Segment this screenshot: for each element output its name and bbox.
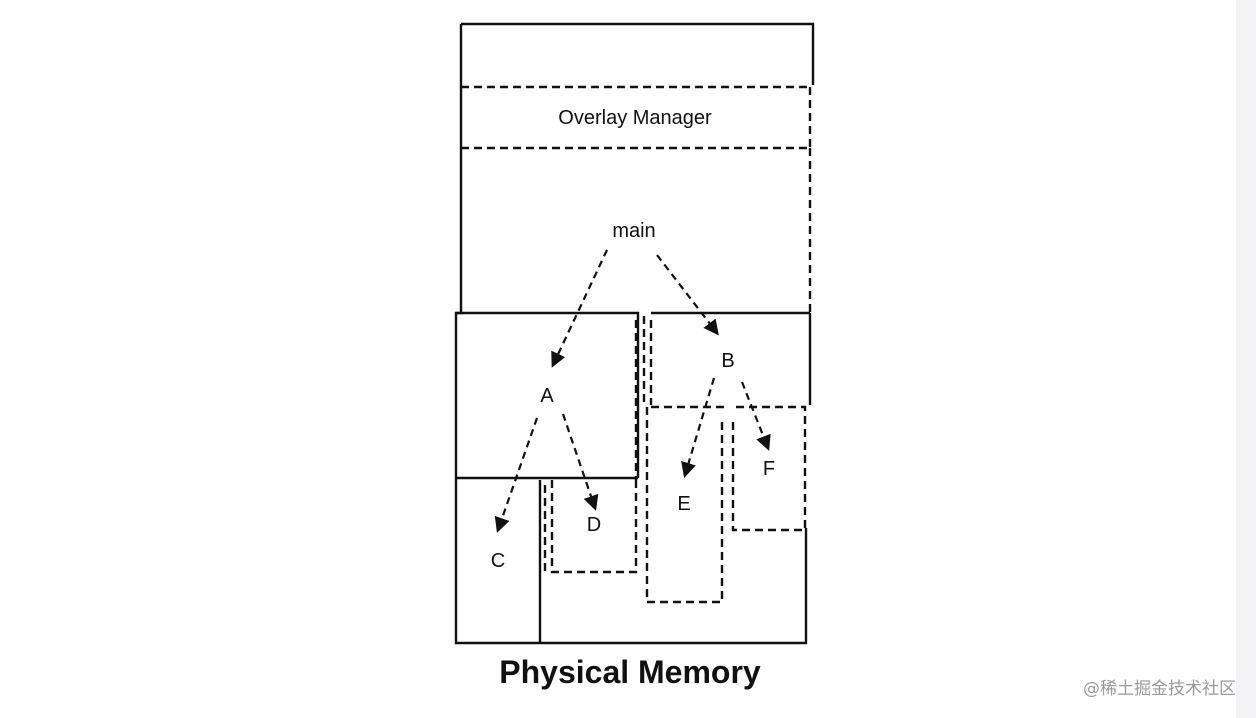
overlay-f-region xyxy=(731,405,807,532)
node-c-label: C xyxy=(491,550,505,572)
arrow-main-to-b xyxy=(656,254,719,336)
call-arrows xyxy=(494,249,771,533)
node-a-label: A xyxy=(540,385,554,407)
labels: Overlay Manager main A B C D E F Physica… xyxy=(491,107,1236,699)
overlay-b-region-edge xyxy=(642,316,653,405)
overlay-e-region xyxy=(645,405,726,604)
memory-regions xyxy=(454,22,815,645)
overlay-b-region xyxy=(651,311,812,405)
overlay-manager-region xyxy=(461,85,812,150)
node-d-label: D xyxy=(587,514,601,536)
node-main-label: main xyxy=(612,220,655,242)
arrow-b-to-e xyxy=(681,377,716,478)
overlay-manager-label: Overlay Manager xyxy=(558,107,712,129)
overlay-a-region xyxy=(456,311,640,480)
right-edge-shade xyxy=(1236,0,1256,718)
node-b-label: B xyxy=(721,350,734,372)
node-f-label: F xyxy=(763,458,775,480)
arrow-b-to-f xyxy=(740,381,771,451)
overlay-d-region xyxy=(550,480,638,574)
arrow-main-to-a xyxy=(551,249,608,368)
watermark: @稀土掘金技术社区 xyxy=(1083,679,1236,699)
node-e-label: E xyxy=(677,493,690,515)
arrow-a-to-c xyxy=(494,417,539,533)
arrow-a-to-d xyxy=(561,413,599,511)
diagram-caption: Physical Memory xyxy=(499,654,761,690)
